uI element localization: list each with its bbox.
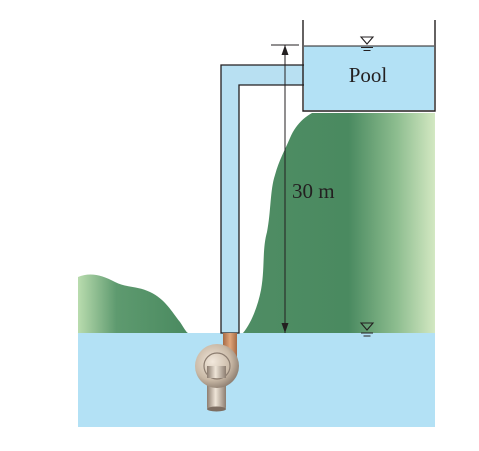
cliff-hillside xyxy=(243,113,435,333)
height-dimension xyxy=(271,44,299,333)
height-label: 30 m xyxy=(292,179,335,203)
pool-tank xyxy=(302,20,436,112)
pool-water xyxy=(304,46,434,110)
lower-reservoir xyxy=(78,333,435,427)
left-hillside xyxy=(78,274,188,333)
pump xyxy=(195,333,239,412)
lower-surface-icon xyxy=(359,322,375,337)
pool-label: Pool xyxy=(349,63,388,87)
upper-surface-icon xyxy=(359,36,375,51)
